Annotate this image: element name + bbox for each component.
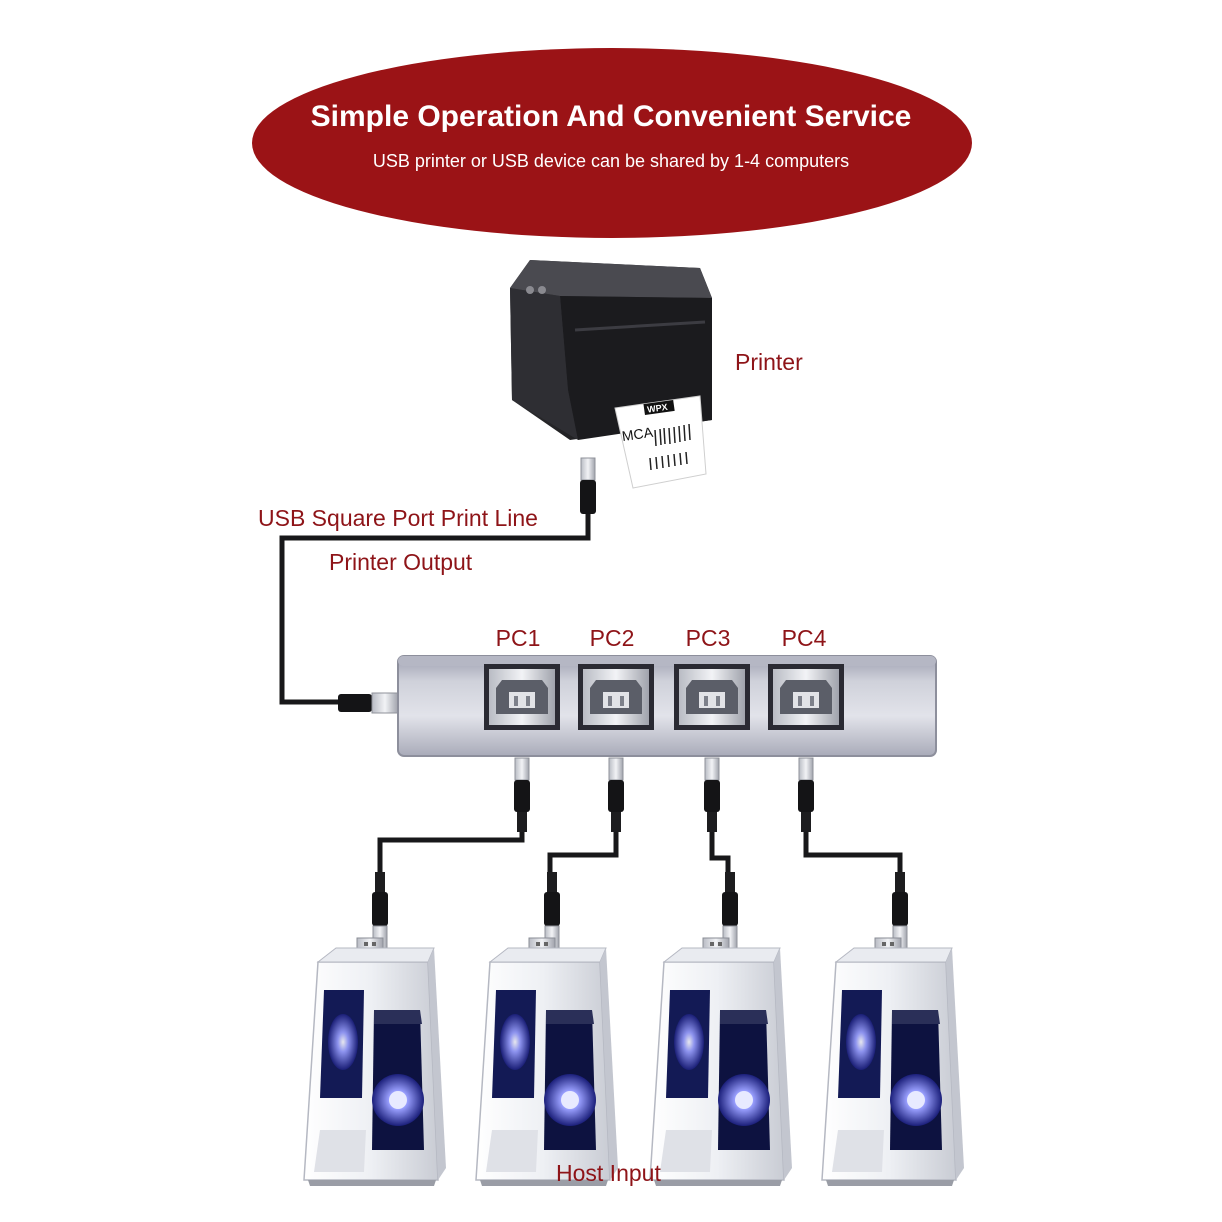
printer-label: Printer [735, 349, 803, 375]
printer-cable [279, 457, 596, 714]
banner-subtitle: USB printer or USB device can be shared … [372, 151, 850, 171]
computer-tower-icon [649, 937, 793, 1187]
cable-label: USB Square Port Print Line [258, 505, 538, 531]
usb-port-pc2 [578, 664, 654, 730]
cable-plug-pc4 [797, 757, 815, 833]
computer-tower-icon [303, 937, 447, 1187]
cable-plug-pc1 [513, 757, 531, 833]
host-input-label: Host Input [556, 1160, 661, 1186]
barcode-lines [649, 423, 691, 471]
usb-port-pc3 [674, 664, 750, 730]
banner-ellipse [252, 48, 972, 238]
usb-switch-hub [397, 655, 937, 757]
cable-plug-pc2 [607, 757, 625, 833]
banner-title: Simple Operation And Convenient Service [310, 100, 912, 133]
port-label-pc3: PC3 [685, 625, 731, 651]
port-label-pc4: PC4 [781, 625, 827, 651]
computer-tower-icon [475, 937, 619, 1187]
ticket-brand: WPX [647, 402, 669, 415]
output-label: Printer Output [329, 549, 473, 575]
port-label-pc2: PC2 [589, 625, 635, 651]
ticket-code: MCA [621, 424, 655, 444]
cable-plug-pc3 [703, 757, 721, 833]
printer-icon: WPX MCA [510, 260, 712, 489]
usb-port-pc1 [484, 664, 560, 730]
computer-tower-icon [821, 937, 965, 1187]
usb-port-pc4 [768, 664, 844, 730]
port-label-pc1: PC1 [495, 625, 541, 651]
host-cables [377, 828, 903, 872]
